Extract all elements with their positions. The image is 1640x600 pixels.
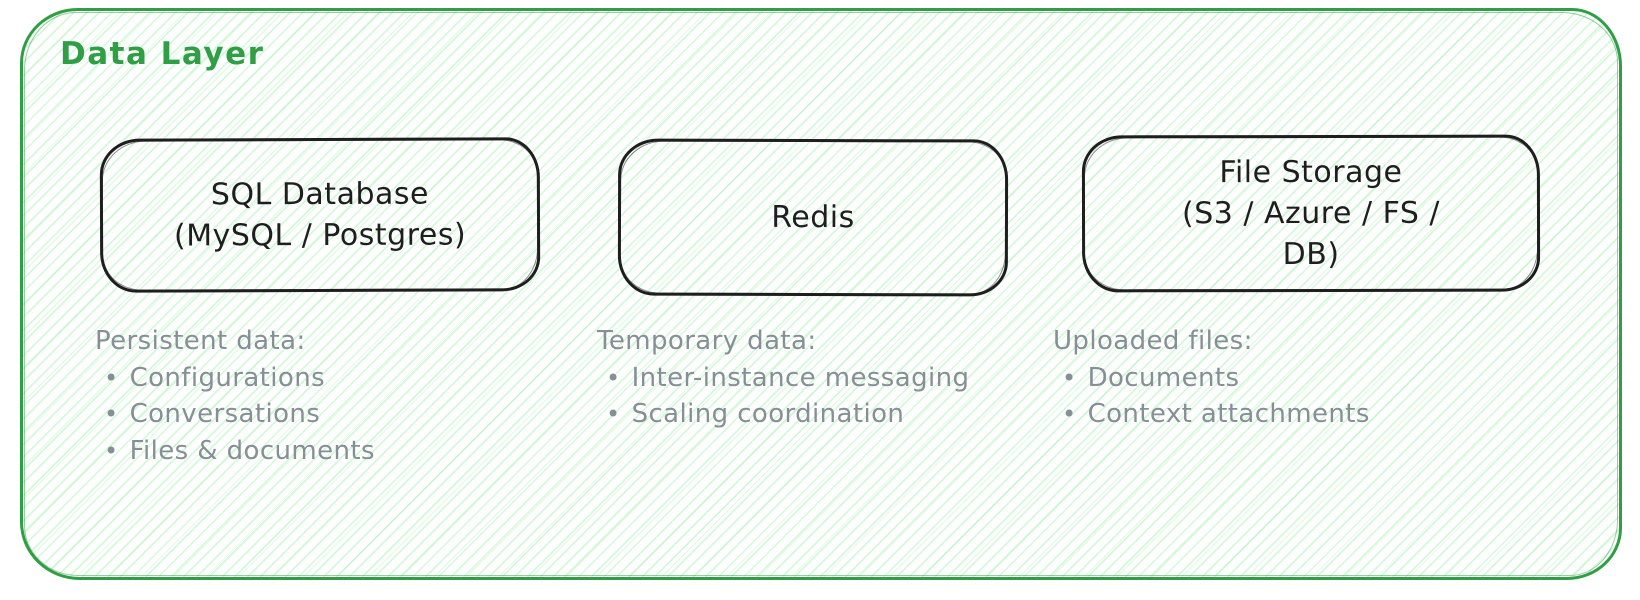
bullet-icon: • (1062, 400, 1077, 428)
note-item: • Context attachments (1053, 396, 1503, 433)
node-redis-label: Redis (771, 199, 855, 236)
note-item: • Files & documents (95, 433, 535, 470)
note-item-text: Context attachments (1087, 399, 1370, 429)
note-item-text: Inter-instance messaging (631, 362, 970, 393)
note-heading-persistent-data: Persistent data: (95, 326, 306, 356)
note-item-text: Files & documents (129, 435, 375, 466)
note-item: • Scaling coordination (597, 396, 1047, 433)
bullet-icon: • (606, 400, 621, 428)
data-layer-title: Data Layer (60, 36, 265, 72)
notes-sql-database: Persistent data: • Configurations • Conv… (95, 323, 535, 469)
note-item-text: Scaling coordination (631, 399, 905, 429)
note-item-text: Conversations (129, 399, 321, 429)
note-heading-uploaded-files: Uploaded files: (1053, 326, 1253, 356)
bullet-icon: • (606, 363, 621, 392)
notes-redis: Temporary data: • Inter-instance messagi… (597, 323, 1047, 433)
note-item: • Documents (1053, 360, 1503, 397)
note-heading-temporary-data: Temporary data: (597, 326, 817, 356)
note-item-text: Configurations (129, 362, 326, 393)
node-redis: Redis (617, 138, 1009, 297)
node-sql-database: SQL Database (MySQL / Postgres) (99, 137, 541, 293)
note-item: • Conversations (95, 396, 535, 433)
bullet-icon: • (104, 363, 119, 392)
bullet-icon: • (104, 436, 119, 465)
bullet-icon: • (1062, 363, 1077, 392)
note-item: • Inter-instance messaging (597, 360, 1047, 397)
note-item-text: Documents (1087, 362, 1240, 393)
node-file-storage-label: File Storage (S3 / Azure / FS / DB) (1181, 154, 1441, 273)
bullet-icon: • (104, 400, 119, 428)
note-item: • Configurations (95, 360, 535, 397)
notes-file-storage: Uploaded files: • Documents • Context at… (1053, 323, 1503, 433)
node-sql-database-label: SQL Database (MySQL / Postgres) (173, 176, 467, 254)
node-file-storage: File Storage (S3 / Azure / FS / DB) (1081, 134, 1541, 293)
